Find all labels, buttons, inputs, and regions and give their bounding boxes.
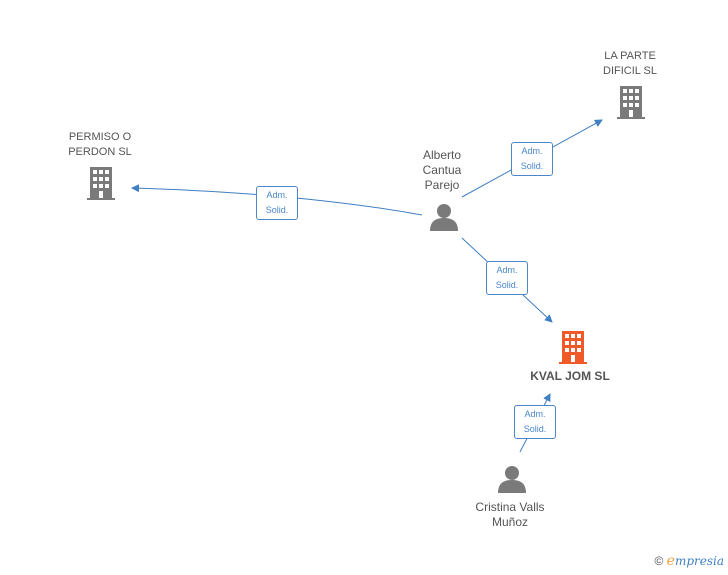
edge-label: Adm. Solid. bbox=[486, 261, 528, 295]
person-label-alberto[interactable]: Alberto Cantua Parejo bbox=[422, 148, 462, 192]
company-label-kval[interactable]: KVAL JOM SL bbox=[530, 369, 610, 383]
building-icon[interactable] bbox=[559, 331, 587, 364]
brand-name: mpresia bbox=[674, 554, 724, 568]
copyright-symbol: © bbox=[654, 554, 664, 568]
person-icon[interactable] bbox=[498, 466, 526, 493]
brand-logo: © empresia bbox=[654, 553, 724, 569]
person-label-cristina[interactable]: Cristina Valls Muñoz bbox=[475, 500, 545, 529]
company-label-permiso[interactable]: PERMISO O PERDON SL bbox=[68, 131, 132, 158]
company-label-laparte[interactable]: LA PARTE DIFICIL SL bbox=[603, 50, 657, 77]
edge-label: Adm. Solid. bbox=[511, 142, 553, 176]
building-icon[interactable] bbox=[617, 86, 645, 119]
building-icon[interactable] bbox=[87, 167, 115, 200]
edge-label: Adm. Solid. bbox=[514, 405, 556, 439]
person-icon[interactable] bbox=[430, 204, 458, 231]
edge-label: Adm. Solid. bbox=[256, 186, 298, 220]
brand-initial: e bbox=[666, 553, 675, 569]
